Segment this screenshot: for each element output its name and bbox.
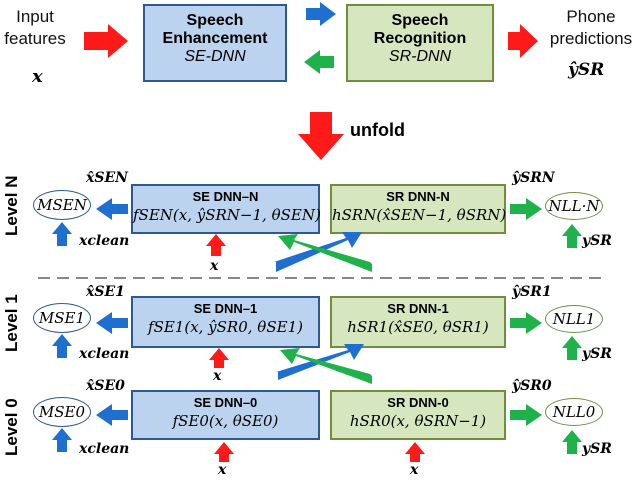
output-line1: Phone: [566, 7, 616, 26]
sr-title-2: Recognition: [373, 30, 467, 47]
ysr-n: ySR: [582, 233, 612, 249]
yhat-0: ŷSR0: [512, 378, 552, 394]
arrow-x-0-sr: [405, 442, 425, 462]
se-dnn-1-title: SE DNN–1: [193, 301, 258, 316]
xhat-1: x̂SE1: [86, 284, 125, 300]
cross-green-n: [278, 234, 372, 272]
arrow-sr-to-se: [304, 50, 334, 74]
speech-recognition-box: Speech Recognition SR-DNN: [346, 4, 494, 82]
unfold-label: unfold: [350, 120, 405, 140]
sr-dnn-0-title: SR DNN-0: [387, 395, 449, 410]
speech-enhancement-box: Speech Enhancement SE-DNN: [143, 4, 287, 82]
mse-1: MSE1: [33, 303, 91, 333]
sr-dnn-1-func: hSR1(x̂SE0, θSR1): [347, 318, 489, 336]
ysr-1: ySR: [582, 346, 612, 362]
sr-dnn-1-box: SR DNN-1 hSR1(x̂SE0, θSR1): [330, 296, 506, 348]
mse-0: MSE0: [33, 397, 91, 427]
sr-dnn-n-title: SR DNN-N: [386, 189, 450, 204]
xclean-n: xclean: [79, 233, 130, 249]
se-dnn-0-box: SE DNN–0 fSE0(x, θSE0): [131, 390, 320, 440]
sr-dnn-n-func: hSRN(x̂SEN−1, θSRN): [332, 206, 507, 224]
sr-dnn-0-box: SR DNN-0 hSR0(x, θSRN−1): [330, 390, 506, 440]
sr-dnn-n-box: SR DNN-N hSRN(x̂SEN−1, θSRN): [330, 184, 506, 234]
arrow-x-0-se: [214, 442, 234, 462]
xhat-0: x̂SE0: [86, 378, 125, 394]
sr-title-1: Speech: [391, 12, 449, 29]
cross-green-1: [280, 348, 372, 384]
se-dnn-1-box: SE DNN–1 fSE1(x, ŷSR0, θSE1): [131, 296, 320, 348]
arrow-ysr-1: [562, 336, 582, 360]
arrow-se-1-to-mse: [96, 312, 128, 334]
input-line2: features: [4, 29, 66, 48]
arrow-x-1: [209, 348, 229, 368]
output-line2: predictions: [549, 29, 633, 48]
yhat-1: ŷSR1: [512, 284, 552, 300]
x-below-0-sr: x: [410, 462, 419, 478]
sr-dnn-1-title: SR DNN-1: [387, 301, 449, 316]
arrow-sr-0-to-nll: [510, 404, 542, 426]
ysr-0: ySR: [582, 441, 612, 457]
input-features-label: Input features: [0, 6, 70, 50]
phone-predictions-label: Phone predictions: [542, 6, 640, 50]
output-var: ŷSR: [568, 60, 605, 80]
arrow-ysr-n: [562, 224, 582, 248]
x-below-0-se: x: [218, 462, 227, 478]
arrow-se-n-to-mse: [96, 198, 128, 220]
arrow-se-to-sr: [306, 2, 336, 26]
x-below-1: x: [213, 368, 222, 384]
nll-n: NLL·N: [545, 192, 603, 220]
arrow-se-0-to-mse: [96, 404, 128, 426]
arrow-xclean-n: [52, 222, 72, 246]
se-dnn-0-title: SE DNN–0: [193, 395, 258, 410]
sr-dnn-0-func: hSR0(x, θSRN−1): [349, 412, 487, 430]
input-var: x: [32, 66, 43, 87]
arrow-xclean-1: [52, 334, 72, 358]
arrow-x-n: [206, 234, 226, 256]
arrow-sr-to-output: [508, 24, 538, 58]
sr-sub: SR-DNN: [388, 48, 452, 65]
input-line1: Input: [16, 7, 54, 26]
se-title-1: Speech: [186, 12, 244, 29]
arrow-sr-1-to-nll: [510, 312, 542, 334]
se-dnn-n-box: SE DNN–N fSEN(x, ŷSRN−1, θSEN): [131, 184, 321, 234]
x-below-n: x: [210, 258, 219, 274]
nll-1: NLL1: [545, 305, 603, 333]
nll-0: NLL0: [545, 398, 603, 426]
se-sub: SE-DNN: [184, 48, 246, 65]
se-dnn-n-title: SE DNN–N: [192, 189, 259, 204]
mse-n: MSEN: [33, 190, 91, 220]
arrow-input-to-se: [84, 24, 128, 58]
arrow-xclean-0: [52, 428, 72, 452]
se-dnn-n-func: fSEN(x, ŷSRN−1, θSEN): [133, 206, 321, 224]
yhat-n: ŷSRN: [512, 170, 555, 186]
arrow-sr-n-to-nll: [510, 198, 542, 220]
xhat-n: x̂SEN: [86, 170, 128, 186]
xclean-1: xclean: [79, 346, 130, 362]
xclean-0: xclean: [79, 441, 130, 457]
se-dnn-1-func: fSE1(x, ŷSR0, θSE1): [148, 318, 303, 336]
unfold-arrow: [298, 112, 344, 160]
se-dnn-0-func: fSE0(x, θSE0): [172, 412, 279, 430]
arrow-ysr-0: [562, 430, 582, 454]
se-title-2: Enhancement: [162, 30, 268, 47]
cross-blue-n: [274, 232, 362, 272]
